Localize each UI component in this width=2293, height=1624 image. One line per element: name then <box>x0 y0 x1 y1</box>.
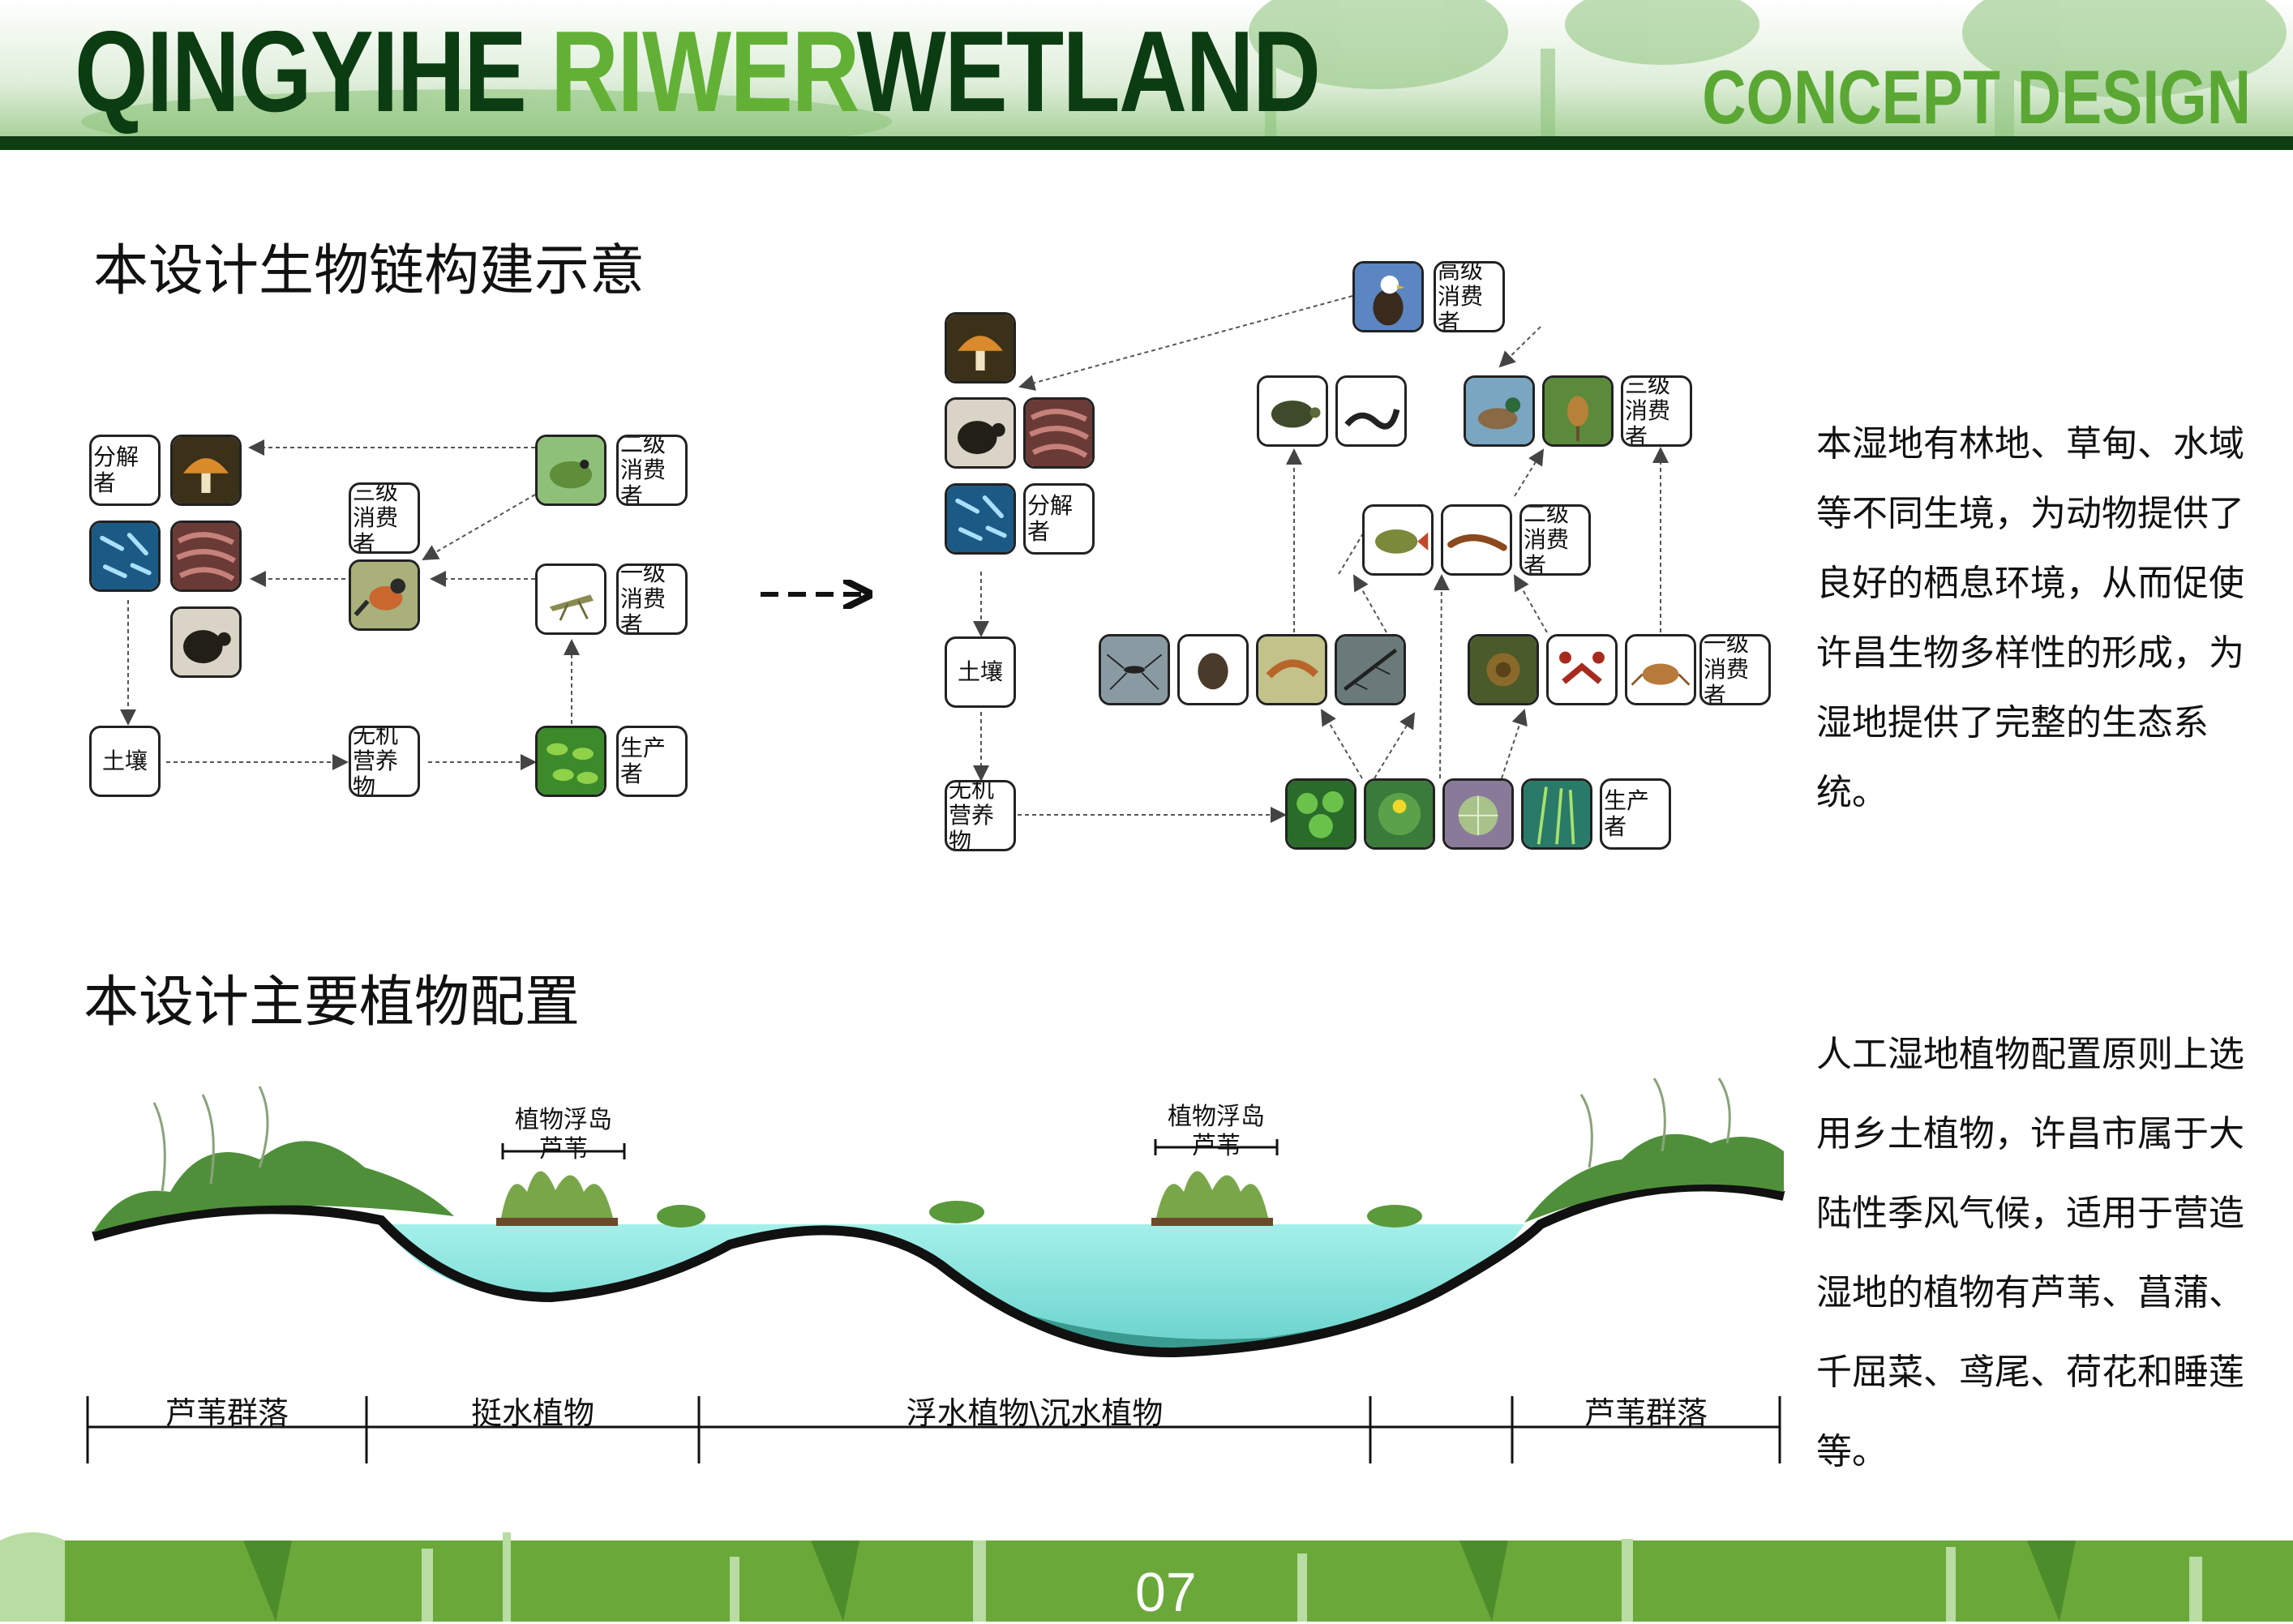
eagle-photo <box>1352 261 1424 332</box>
floating-island-left-label: 植物浮岛 芦苇 <box>507 1106 620 1164</box>
primary-consumer-label: 一级消费者 <box>616 563 688 635</box>
floating-island-right-line2: 芦苇 <box>1192 1132 1241 1160</box>
page-number: 07 <box>1135 1562 1197 1623</box>
secondary-consumer-label: 二级消费者 <box>616 435 688 506</box>
shrimp-photo <box>1256 634 1327 705</box>
bird-photo <box>349 559 420 631</box>
turtle-photo <box>1257 375 1328 447</box>
page-title: QINGYIHE RIWERWETLAND <box>75 15 1321 130</box>
title-part3: WETLAND <box>856 7 1321 136</box>
snake-photo <box>1335 375 1407 447</box>
floating-island-right-line1: 植物浮岛 <box>1168 1103 1265 1131</box>
nutrients-label-right: 无机营养物 <box>945 780 1016 851</box>
crayfish-photo <box>1546 634 1618 705</box>
food-chain-title: 本设计生物链构建示意 <box>93 239 645 303</box>
earthworm-photo-right <box>1023 397 1095 469</box>
decomposer-label: 分解者 <box>89 435 161 506</box>
mushroom-photo-right <box>945 312 1016 384</box>
eel-photo <box>1441 504 1512 576</box>
earthworm-photo <box>170 521 242 592</box>
soil-label: 土壤 <box>89 726 161 797</box>
water-beetle-photo <box>1177 634 1249 705</box>
crab-photo <box>1625 634 1696 705</box>
page-subtitle: CONCEPT DESIGN <box>1702 54 2251 139</box>
zone-reed-left: 芦苇群落 <box>165 1395 289 1431</box>
tertiary-consumer-label-right: 三级消费者 <box>1621 375 1692 447</box>
top-consumer-label: 高级消费者 <box>1434 261 1505 332</box>
food-chain-description: 本湿地有林地、草甸、水域等不同生境，为动物提供了良好的栖息环境，从而促使许昌生物… <box>1816 423 2244 813</box>
primary-consumer-label-right: 一级消费者 <box>1699 634 1771 705</box>
decomposer-label-right: 分解者 <box>1023 483 1095 555</box>
page-footer <box>0 1524 2293 1622</box>
snail-photo <box>1468 634 1539 705</box>
title-part1: QINGYIHE <box>75 7 551 136</box>
water-lily-photo <box>1364 778 1435 850</box>
mushroom-photo <box>170 435 242 506</box>
plant-config-description: 人工湿地植物配置原则上选用乡土植物，许昌市属于大陆性季风气候，适用于营造湿地的植… <box>1816 1034 2244 1472</box>
footer-foliage-background <box>0 1524 2293 1622</box>
duck-photo <box>1464 375 1535 447</box>
frog-photo <box>535 435 606 506</box>
tertiary-consumer-label: 三级消费者 <box>349 482 420 554</box>
grasshopper-photo <box>535 563 606 635</box>
floating-island-left-line1: 植物浮岛 <box>515 1106 612 1134</box>
bacteria-photo-right <box>945 483 1016 555</box>
carp-photo <box>1362 504 1434 576</box>
header-foliage-background <box>0 0 2293 150</box>
floating-island-left-line2: 芦苇 <box>539 1135 588 1163</box>
secondary-consumer-label-right: 二级消费者 <box>1519 504 1591 576</box>
plant-config-title: 本设计主要植物配置 <box>84 971 581 1035</box>
zone-reed-right: 芦苇群落 <box>1584 1395 1708 1431</box>
nutrients-label: 无机营养物 <box>349 726 420 797</box>
producer-label: 生产者 <box>616 726 688 797</box>
title-part2: RIWER <box>550 7 858 136</box>
producer-label-right: 生产者 <box>1600 778 1671 850</box>
beetle-photo-right <box>945 397 1016 469</box>
floating-island-right-label: 植物浮岛 芦苇 <box>1159 1103 1273 1161</box>
aquatic-insect-photo <box>1335 634 1406 705</box>
water-hyacinth-photo <box>1285 778 1357 850</box>
beetle-photo <box>170 606 242 678</box>
bacteria-photo <box>89 521 161 592</box>
soil-label-right: 土壤 <box>945 636 1016 708</box>
submerged-plant-photo <box>1521 778 1592 850</box>
heron-photo <box>1542 375 1614 447</box>
zone-floating-submerged: 浮水植物\沉水植物 <box>906 1395 1164 1431</box>
zone-emergent: 挺水植物 <box>470 1395 594 1431</box>
page-header: QINGYIHE RIWERWETLAND CONCEPT DESIGN <box>0 0 2293 150</box>
water-plant-photo <box>1442 778 1514 850</box>
leaf-photo <box>535 726 606 797</box>
water-strider-photo <box>1099 634 1170 705</box>
